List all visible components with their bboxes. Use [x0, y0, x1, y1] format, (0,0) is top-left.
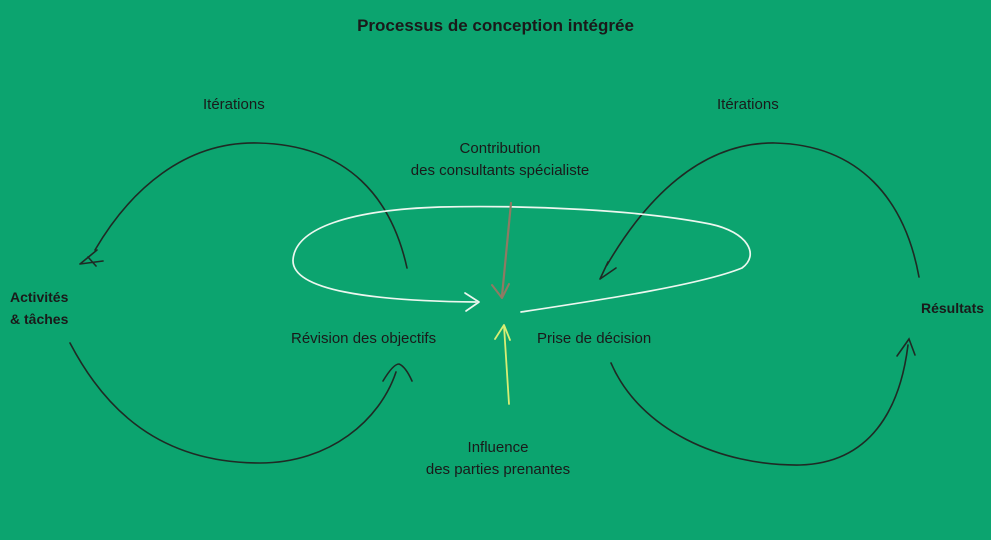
contribution-line-1: Contribution: [459, 140, 541, 157]
activities-line-1: Activités: [10, 289, 69, 305]
left-iterations-label: Itérations: [203, 96, 265, 113]
contribution-arrow: [500, 201, 513, 298]
decision-label: Prise de décision: [537, 330, 652, 347]
right-upper-arrowhead: [599, 261, 617, 280]
right-lower-arrowhead: [896, 337, 916, 357]
left-lower-arrowhead: [382, 363, 413, 382]
left-upper-arrowhead: [79, 249, 104, 267]
contribution-arrowhead: [491, 283, 510, 299]
white-loop-arrowhead: [464, 292, 480, 312]
contribution-label: Contribution des consultants spécialiste: [385, 138, 615, 182]
right-lower-arc: [610, 344, 909, 466]
white-feedback-loop: [292, 205, 752, 313]
activities-label: Activités & tâches: [10, 286, 68, 330]
contribution-line-2: des consultants spécialiste: [410, 162, 590, 179]
influence-arrowhead: [494, 324, 511, 341]
influence-arrow: [503, 325, 510, 405]
influence-label: Influence des parties prenantes: [398, 437, 598, 481]
right-upper-arc: [606, 142, 920, 278]
diagram-title: Processus de conception intégrée: [357, 16, 634, 35]
right-iterations-label: Itérations: [717, 96, 779, 113]
revision-label: Révision des objectifs: [291, 330, 437, 347]
activities-line-2: & tâches: [10, 311, 69, 327]
results-label: Résultats: [921, 300, 985, 316]
influence-line-2: des parties prenantes: [425, 461, 571, 478]
influence-line-1: Influence: [467, 439, 529, 456]
left-upper-arc: [94, 142, 408, 269]
left-lower-arc: [69, 342, 397, 464]
